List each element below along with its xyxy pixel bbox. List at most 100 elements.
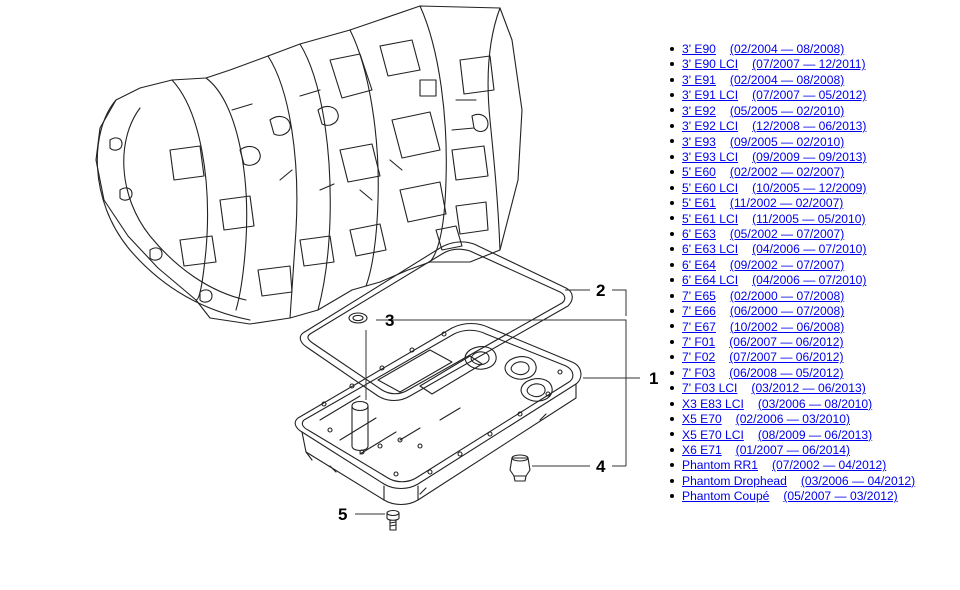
model-list-item: 3' E91(02/2004 — 08/2008) (670, 73, 915, 88)
bullet-icon (670, 247, 674, 252)
model-list-item: Phantom RR1 (07/2002 — 04/2012) (670, 458, 915, 473)
callout-2: 2 (596, 281, 605, 300)
bullet-icon (670, 262, 674, 267)
model-link[interactable]: 7' F03(06/2008 — 05/2012) (682, 366, 844, 380)
model-link[interactable]: X5 E70 LCI(08/2009 — 06/2013) (682, 428, 872, 442)
model-link[interactable]: X6 E71 (01/2007 — 06/2014) (682, 443, 850, 457)
model-link[interactable]: 3' E91 LCI(07/2007 — 05/2012) (682, 88, 866, 102)
model-date-range: (06/2000 — 07/2008) (729, 304, 845, 319)
model-name: 5' E61 (682, 196, 716, 211)
model-date-range: (02/2004 — 08/2008) (729, 42, 845, 56)
model-date-range: (02/2004 — 08/2008) (729, 72, 845, 87)
model-link[interactable]: 3' E90 LCI(07/2007 — 12/2011) (682, 57, 866, 71)
model-list-item: 7' F02 (07/2007 — 06/2012) (670, 350, 915, 365)
model-name: Phantom Coupé (682, 489, 770, 504)
model-link[interactable]: X5 E70 (02/2006 — 03/2010) (682, 412, 850, 426)
model-list-item: 7' E65(02/2000 — 07/2008) (670, 289, 915, 304)
model-link[interactable]: 7' E66(06/2000 — 07/2008) (682, 304, 844, 318)
model-date-range: (03/2012 — 06/2013) (751, 381, 866, 396)
model-list-item: 5' E60 (02/2002 — 02/2007) (670, 165, 915, 180)
model-link[interactable]: 5' E60 LCI(10/2005 — 12/2009) (682, 181, 866, 195)
model-list-item: 7' F03(06/2008 — 05/2012) (670, 366, 915, 381)
bullet-icon (670, 355, 674, 360)
model-link[interactable]: X3 E83 LCI(03/2006 — 08/2010) (682, 397, 872, 411)
model-link[interactable]: 3' E93(09/2005 — 02/2010) (682, 135, 844, 149)
model-link[interactable]: 3' E92(05/2005 — 02/2010) (682, 104, 844, 118)
model-date-range: (09/2005 — 02/2010) (729, 134, 845, 149)
bullet-icon (670, 185, 674, 190)
model-link[interactable]: 7' F02 (07/2007 — 06/2012) (682, 350, 844, 364)
model-name: 7' F03 LCI (682, 381, 738, 396)
drain-plug-drawing (509, 454, 531, 482)
model-list-item: 6' E63 LCI (04/2006 — 07/2010) (670, 242, 915, 257)
model-date-range: (09/2009 — 09/2013) (752, 149, 867, 164)
model-name: Phantom RR1 (682, 458, 758, 473)
model-name: 7' F01 (682, 335, 716, 350)
model-list-item: 3' E93 LCI(09/2009 — 09/2013) (670, 150, 915, 165)
model-list-item: 3' E91 LCI(07/2007 — 05/2012) (670, 88, 915, 103)
model-name: 3' E91 LCI (682, 88, 739, 103)
model-link[interactable]: 5' E60 (02/2002 — 02/2007) (682, 165, 844, 179)
model-list-item: 3' E93(09/2005 — 02/2010) (670, 135, 915, 150)
oil-pan-gasket-drawing (299, 241, 573, 402)
model-list-item: Phantom Coupé(05/2007 — 03/2012) (670, 489, 915, 504)
model-name: 5' E60 (682, 165, 716, 180)
model-list-item: 3' E90 LCI(07/2007 — 12/2011) (670, 57, 915, 72)
model-link[interactable]: 7' F03 LCI (03/2012 — 06/2013) (682, 381, 866, 395)
model-date-range: (01/2007 — 06/2014) (735, 442, 850, 457)
bullet-icon (670, 339, 674, 344)
model-name: 3' E92 LCI (682, 119, 739, 134)
model-name: 5' E61 LCI (682, 211, 739, 226)
model-link[interactable]: 3' E91(02/2004 — 08/2008) (682, 73, 844, 87)
model-name: X6 E71 (682, 442, 722, 457)
bullet-icon (670, 324, 674, 329)
model-link[interactable]: Phantom Coupé(05/2007 — 03/2012) (682, 489, 898, 503)
model-date-range: (07/2002 — 04/2012) (771, 458, 887, 473)
model-link[interactable]: 6' E64 LCI(04/2006 — 07/2010) (682, 273, 866, 287)
transmission-housing-drawing (95, 5, 523, 325)
model-name: 6' E63 (682, 227, 716, 242)
model-name: X5 E70 LCI (682, 427, 744, 442)
bullet-icon (670, 494, 674, 499)
model-name: X5 E70 (682, 412, 722, 427)
model-date-range: (09/2002 — 07/2007) (729, 257, 845, 272)
model-link[interactable]: 3' E92 LCI(12/2008 — 06/2013) (682, 119, 866, 133)
bullet-icon (670, 278, 674, 283)
model-name: 5' E60 LCI (682, 180, 739, 195)
model-date-range: (02/2002 — 02/2007) (729, 165, 845, 180)
model-list-item: 7' F01(06/2007 — 06/2012) (670, 335, 915, 350)
bullet-icon (670, 170, 674, 175)
bullet-icon (670, 77, 674, 82)
model-name: 3' E90 (682, 42, 716, 56)
bullet-icon (670, 139, 674, 144)
model-name: 7' F02 (682, 350, 716, 365)
model-link[interactable]: 3' E90 (02/2004 — 08/2008) (682, 42, 844, 56)
bullet-icon (670, 216, 674, 221)
model-link[interactable]: 5' E61 LCI(11/2005 — 05/2010) (682, 212, 866, 226)
model-date-range: (04/2006 — 07/2010) (752, 242, 867, 257)
model-link[interactable]: Phantom Drophead(03/2006 — 04/2012) (682, 474, 915, 488)
model-link[interactable]: 5' E61(11/2002 — 02/2007) (682, 196, 843, 210)
model-list-item: 7' E66(06/2000 — 07/2008) (670, 304, 915, 319)
model-link[interactable]: 3' E93 LCI(09/2009 — 09/2013) (682, 150, 866, 164)
model-link[interactable]: 7' E65(02/2000 — 07/2008) (682, 289, 844, 303)
model-date-range: (02/2006 — 03/2010) (735, 412, 850, 427)
model-link[interactable]: 6' E63(05/2002 — 07/2007) (682, 227, 844, 241)
model-date-range: (07/2007 — 12/2011) (752, 57, 866, 72)
model-link[interactable]: 7' F01(06/2007 — 06/2012) (682, 335, 844, 349)
model-list: 3' E90 (02/2004 — 08/2008)3' E90 LCI(07/2… (670, 42, 915, 505)
bullet-icon (670, 123, 674, 128)
model-link[interactable]: 7' E67(10/2002 — 06/2008) (682, 320, 844, 334)
model-name: 6' E63 LCI (682, 242, 739, 257)
callout-leaders (355, 289, 640, 515)
bullet-icon (670, 62, 674, 67)
oil-pan-drawing (294, 322, 582, 506)
model-list-item: 5' E61(11/2002 — 02/2007) (670, 196, 915, 211)
model-date-range: (07/2007 — 06/2012) (729, 350, 844, 365)
model-link[interactable]: 6' E64(09/2002 — 07/2007) (682, 258, 844, 272)
model-link[interactable]: 6' E63 LCI (04/2006 — 07/2010) (682, 242, 866, 256)
model-date-range: (06/2008 — 05/2012) (729, 365, 844, 380)
model-date-range: (03/2006 — 08/2010) (757, 396, 873, 411)
model-link[interactable]: Phantom RR1 (07/2002 — 04/2012) (682, 458, 886, 472)
callout-4: 4 (596, 457, 606, 476)
